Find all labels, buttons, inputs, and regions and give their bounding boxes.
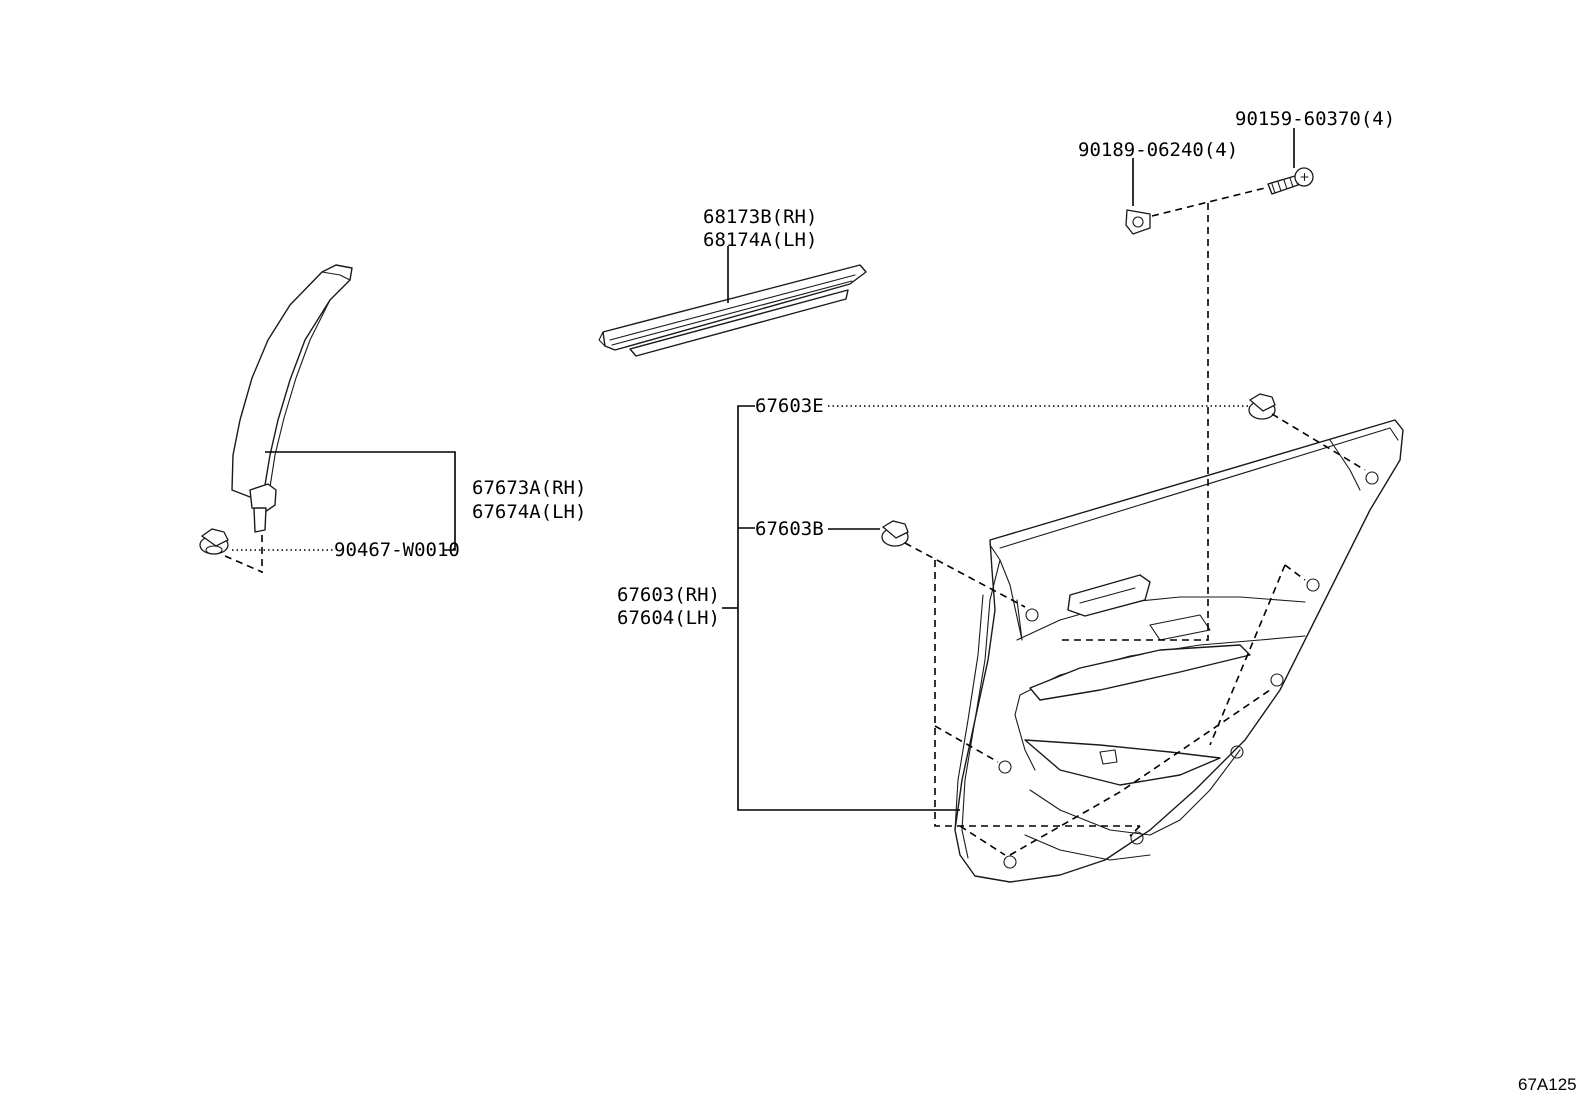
label-90189: 90189-06240(4) [1078,139,1238,161]
clip-90467 [199,528,229,555]
label-68174a: 68174A(LH) [703,229,817,251]
label-90159: 90159-60370(4) [1235,108,1395,130]
label-67673a: 67673A(RH) [472,477,586,499]
label-67603: 67603(RH) [617,584,720,606]
diagram-reference: 67A125 [1518,1075,1577,1094]
screw-90159 [1267,167,1314,195]
label-67603b: 67603B [755,518,824,540]
label-90467: 90467-W0010 [334,539,460,561]
belt-weatherstrip [598,264,867,357]
label-67604: 67604(LH) [617,607,720,629]
clip-67603b [881,520,909,547]
door-trim-panel [954,419,1404,883]
dotted-leaders [232,405,1250,551]
label-67674a: 67674A(LH) [472,501,586,523]
callout-labels: 68173B(RH) 68174A(LH) 90189-06240(4) 901… [334,108,1577,1094]
nut-90189 [1125,209,1151,235]
assembly-lines [224,187,1366,856]
leader-lines [265,128,1295,811]
pillar-garnish [231,264,353,533]
label-68173b: 68173B(RH) [703,206,817,228]
label-67603e: 67603E [755,395,824,417]
clip-67603e [1248,393,1276,420]
